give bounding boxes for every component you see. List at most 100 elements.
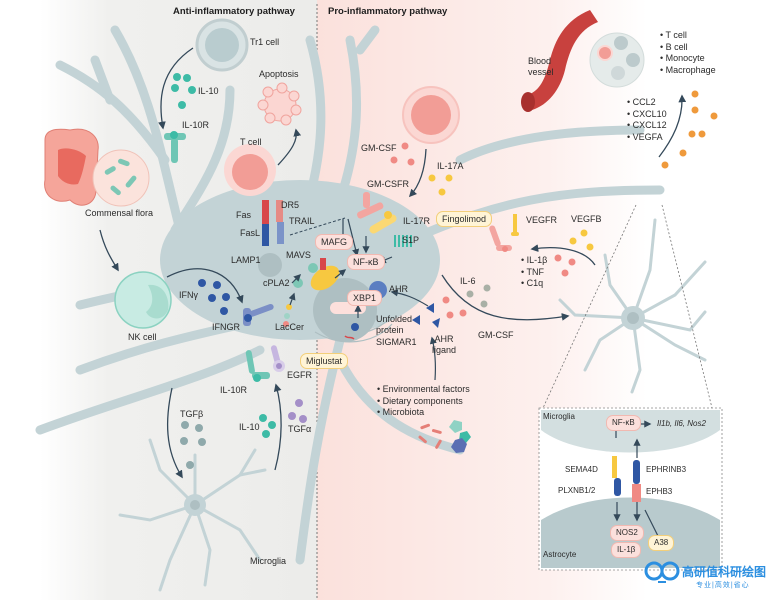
gmcsf-dots-top xyxy=(390,142,415,166)
endoplasmic-reticulum xyxy=(314,319,393,343)
plxnb-label: PLXNB1/2 xyxy=(558,486,596,495)
sigmar1-icon xyxy=(344,335,355,340)
factor-item: IL-1β xyxy=(521,255,548,267)
gmcsf-label-right: GM-CSF xyxy=(478,330,514,340)
microglia-receptor-pink xyxy=(489,225,512,252)
microbiota-icons xyxy=(418,423,442,449)
miglustat-drug: Miglustat xyxy=(300,353,349,369)
microglia-bottom-left xyxy=(118,438,267,592)
commensal-flora-circle xyxy=(92,149,150,207)
ephb3-receptor xyxy=(632,484,641,502)
ahr-ligand-triangles xyxy=(412,303,440,328)
ephrinb3-ligand xyxy=(633,460,640,484)
chemokine-item: CXCL12 xyxy=(627,120,667,132)
environment-arrow xyxy=(429,336,437,381)
apoptosis-cell xyxy=(257,82,302,126)
watermark-title: 高研值科研绘图 xyxy=(682,565,767,579)
microglia-factors-arrow xyxy=(530,244,596,266)
il10-dots-bottom xyxy=(259,414,276,438)
il1b-box: IL-1β xyxy=(611,542,642,558)
chemokine-dots xyxy=(661,90,718,169)
lamp1-label: LAMP1 xyxy=(231,255,261,265)
anti-inflammatory-header: Anti-inflammatory pathway xyxy=(173,6,295,17)
tgfb-dots xyxy=(180,421,206,469)
inset-genes-label: Il1b, Il6, Nos2 xyxy=(657,419,706,428)
pro-inflammatory-header: Pro-inflammatory pathway xyxy=(328,6,448,17)
ifng-arrow xyxy=(166,268,244,304)
mafg-box: MAFG xyxy=(315,234,353,250)
hexagon-icon xyxy=(451,438,467,453)
il6-dots xyxy=(466,284,491,308)
unfolded-protein-icon xyxy=(351,323,359,331)
ifngr-label: IFNGR xyxy=(212,322,240,332)
macrophage-mini xyxy=(611,66,625,80)
tr1-arrow xyxy=(158,47,194,130)
mitochondrion xyxy=(310,265,340,291)
t-cell-nucleus xyxy=(232,154,268,190)
a38-drug: A38 xyxy=(648,535,675,551)
t-cell-label: T cell xyxy=(240,137,262,147)
lysosome xyxy=(258,253,282,277)
t-cell-mini xyxy=(597,45,613,61)
microglia-nucleus-bottom xyxy=(190,500,200,510)
mavs-complex xyxy=(308,263,318,273)
tr1-cell-label: Tr1 cell xyxy=(250,37,280,47)
microglia-factor-dots xyxy=(554,254,576,277)
il10r-label-bottom: IL-10R xyxy=(220,385,248,395)
watermark-logo-icon xyxy=(644,561,680,583)
vegfb-label: VEGFB xyxy=(571,214,602,224)
sema4d-ligand xyxy=(612,456,617,478)
il6-arrow xyxy=(441,274,570,321)
gmcsfr-label: GM-CSFR xyxy=(367,179,409,189)
blood-vessel-label: Blood vessel xyxy=(528,56,554,77)
il10r-label-top: IL-10R xyxy=(182,120,210,130)
il10-label-top: IL-10 xyxy=(198,86,219,96)
factor-item: TNF xyxy=(521,267,547,279)
trail-dashed-line xyxy=(289,217,346,236)
vegfr-receptor xyxy=(511,214,519,236)
apoptosis-arrow xyxy=(277,128,302,166)
il17a-dots xyxy=(428,174,453,196)
il17a-label: IL-17A xyxy=(437,161,464,171)
microglia-factors-list: IL-1β TNF C1q xyxy=(521,255,548,290)
il10-bound-bottom xyxy=(253,374,261,382)
ahr-ligand-arrow xyxy=(390,289,429,307)
il17r-label: IL-17R xyxy=(403,216,431,226)
immune-cells-list: T cell B cell Monocyte Macrophage xyxy=(660,30,716,76)
nfkb-box: NF-κB xyxy=(347,254,385,270)
microglia-nucleus-right xyxy=(627,312,639,324)
sema4d-label: SEMA4D xyxy=(565,465,598,474)
inset-nfkb-box: NF-κB xyxy=(606,415,641,431)
fas-label: Fas xyxy=(236,210,252,220)
vessel-opening xyxy=(521,92,535,112)
cpla2-label: cPLA2 xyxy=(263,278,290,288)
watermark-subtitle: 专业|高效|省心 xyxy=(696,582,750,589)
microglia-right xyxy=(558,218,707,394)
b-cell-mini xyxy=(614,36,628,50)
laccer-dot3 xyxy=(283,321,289,327)
chemokine-item: CCL2 xyxy=(627,97,667,109)
apoptosis-label: Apoptosis xyxy=(259,69,299,79)
inset-microglia-label: Microglia xyxy=(543,412,576,421)
ifng-dots xyxy=(198,279,230,315)
zoom-line-right xyxy=(661,204,713,409)
s1p-receptor xyxy=(394,235,412,247)
il6-label: IL-6 xyxy=(460,276,476,286)
mavs-label: MAVS xyxy=(286,250,311,260)
environment-item: Microbiota xyxy=(377,407,470,419)
ifng-bound xyxy=(244,314,252,322)
xbp1-box: XBP1 xyxy=(347,290,383,306)
il10-bound xyxy=(170,131,178,139)
s1p-label: S1P xyxy=(402,235,420,245)
tr1-nucleus xyxy=(205,28,239,62)
gmcsf-label-top: GM-CSF xyxy=(361,143,397,153)
il17r-receptor xyxy=(369,211,397,234)
gmcsf-dots-right xyxy=(442,296,467,319)
tgfb-arrow xyxy=(166,387,183,479)
fas-dr5-receptors xyxy=(262,200,284,246)
blood-vessel xyxy=(528,10,598,110)
unfolded-protein-label: Unfolded protein xyxy=(376,314,413,335)
astrocyte-processes xyxy=(35,25,665,565)
egfr-arrow xyxy=(273,383,282,471)
ephb3-label: EPHB3 xyxy=(646,487,673,496)
